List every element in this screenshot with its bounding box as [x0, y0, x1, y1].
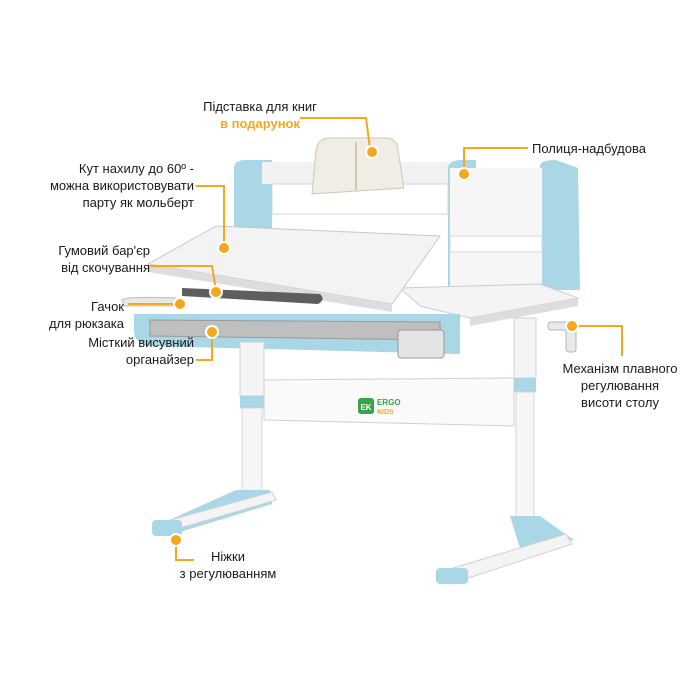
callout-rubber-bar: Гумовий бар'єр від скочування: [20, 242, 150, 276]
dot-shelf: [457, 167, 471, 181]
callout-book-stand-line2: в подарунок: [219, 116, 300, 131]
callout-shelf-line1: Полиця-надбудова: [532, 141, 646, 156]
callout-mechanism-line1: Механізм плавного: [562, 361, 678, 376]
callout-rubber-bar-line2: від скочування: [61, 260, 150, 275]
callout-mechanism: Механізм плавного регулювання висоти сто…: [548, 360, 692, 411]
right-desk-top: [398, 283, 580, 319]
drawer-organizer: [134, 314, 460, 359]
callout-tilt-line3: парту як мольберт: [82, 195, 194, 210]
desktop-edge: [148, 264, 392, 312]
callout-legs-line2: з регулюванням: [179, 566, 277, 581]
left-leg: [152, 341, 277, 536]
tilted-desktop: [146, 225, 441, 312]
callout-lines: [128, 117, 623, 561]
dot-mechanism: [565, 319, 579, 333]
brand-logo: EK ERGO KIDS: [358, 398, 401, 416]
right-desk-edge: [470, 298, 578, 326]
callout-tilt: Кут нахилу до 60º - можна використовуват…: [14, 160, 194, 211]
right-column-collar: [514, 378, 536, 392]
crossbar: [263, 377, 515, 427]
drawer-latch: [397, 329, 445, 359]
callout-rubber-bar-line1: Гумовий бар'єр: [58, 243, 150, 258]
right-leg: [436, 317, 574, 585]
logo-brand: ERGO: [377, 398, 401, 407]
hutch: [234, 160, 580, 290]
book-stand-body: [311, 137, 405, 195]
left-column-lower: [241, 407, 263, 495]
left-foot-cap: [152, 520, 182, 536]
callout-mechanism-line2: регулювання: [580, 378, 660, 393]
callout-shelf: Полиця-надбудова: [532, 140, 646, 157]
logo-mark-text: EK: [360, 403, 371, 412]
line-rubber-bar: [150, 265, 217, 291]
left-column-upper: [239, 341, 265, 397]
line-shelf: [463, 147, 528, 170]
line-mechanism: [576, 325, 623, 356]
callout-tilt-line1: Кут нахилу до 60º -: [78, 161, 194, 176]
line-organizer: [196, 336, 213, 361]
left-column-collar: [240, 396, 264, 408]
right-column-upper: [513, 317, 537, 379]
hutch-right-panel: [540, 160, 580, 290]
line-book-stand: [300, 117, 371, 149]
callout-organizer-line2: органайзер: [125, 352, 194, 367]
line-tilt: [196, 185, 225, 244]
dot-tilt: [217, 241, 231, 255]
dot-hook: [173, 297, 187, 311]
callout-organizer-line1: Місткий висувний: [88, 335, 194, 350]
callout-hook-line1: Гачок: [91, 299, 124, 314]
dot-book-stand: [365, 145, 379, 159]
book-stand: [311, 137, 405, 195]
callout-legs-line1: Ніжки: [211, 549, 245, 564]
callout-hook-line2: для рюкзака: [48, 316, 124, 331]
right-desk-surface: [398, 283, 580, 326]
callout-legs: Ніжки з регулюванням: [158, 548, 298, 582]
callout-organizer: Місткий висувний органайзер: [20, 334, 194, 368]
right-foot-cap: [436, 568, 468, 584]
dot-legs: [169, 533, 183, 547]
hutch-niche-shelf: [449, 235, 543, 253]
callout-dots: [169, 145, 579, 547]
logo-mark: [358, 398, 374, 414]
right-column-lower: [515, 391, 535, 519]
dot-organizer: [205, 325, 219, 339]
dot-rubber-bar: [209, 285, 223, 299]
hutch-niche: [450, 168, 542, 290]
callout-book-stand: Підставка для книг в подарунок: [170, 98, 350, 132]
callout-hook: Гачок для рюкзака: [20, 298, 124, 332]
logo-sub: KIDS: [377, 409, 394, 416]
callout-book-stand-line1: Підставка для книг: [203, 99, 317, 114]
callout-tilt-line2: можна використовувати: [49, 178, 194, 193]
line-legs: [175, 542, 194, 561]
callout-mechanism-line3: висоти столу: [581, 395, 659, 410]
